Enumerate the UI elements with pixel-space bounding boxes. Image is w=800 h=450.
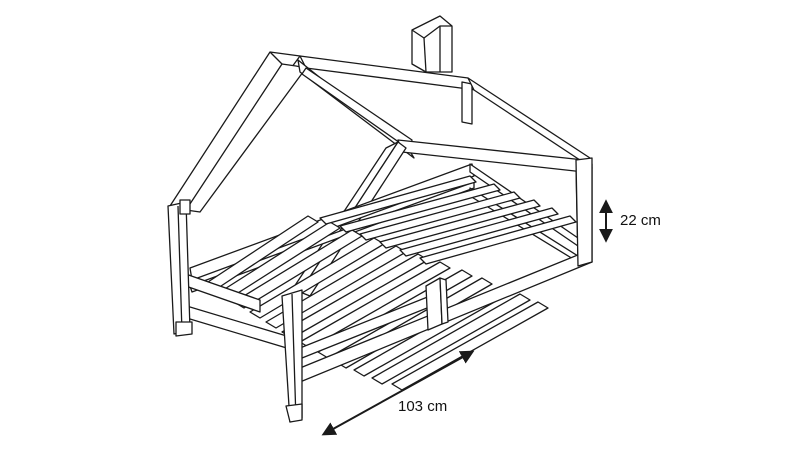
front-gable <box>169 51 415 213</box>
front-guard-board <box>425 277 449 331</box>
chimney <box>411 15 453 73</box>
length-dimension <box>321 350 475 436</box>
length-arrow <box>321 350 475 436</box>
front-left-post <box>167 199 191 335</box>
front-near-post <box>281 289 303 423</box>
back-right-post <box>575 157 593 267</box>
bed-legs <box>175 321 303 423</box>
length-dimension-label: 103 cm <box>398 398 448 415</box>
height-dimension-label: 22 cm <box>620 212 661 229</box>
